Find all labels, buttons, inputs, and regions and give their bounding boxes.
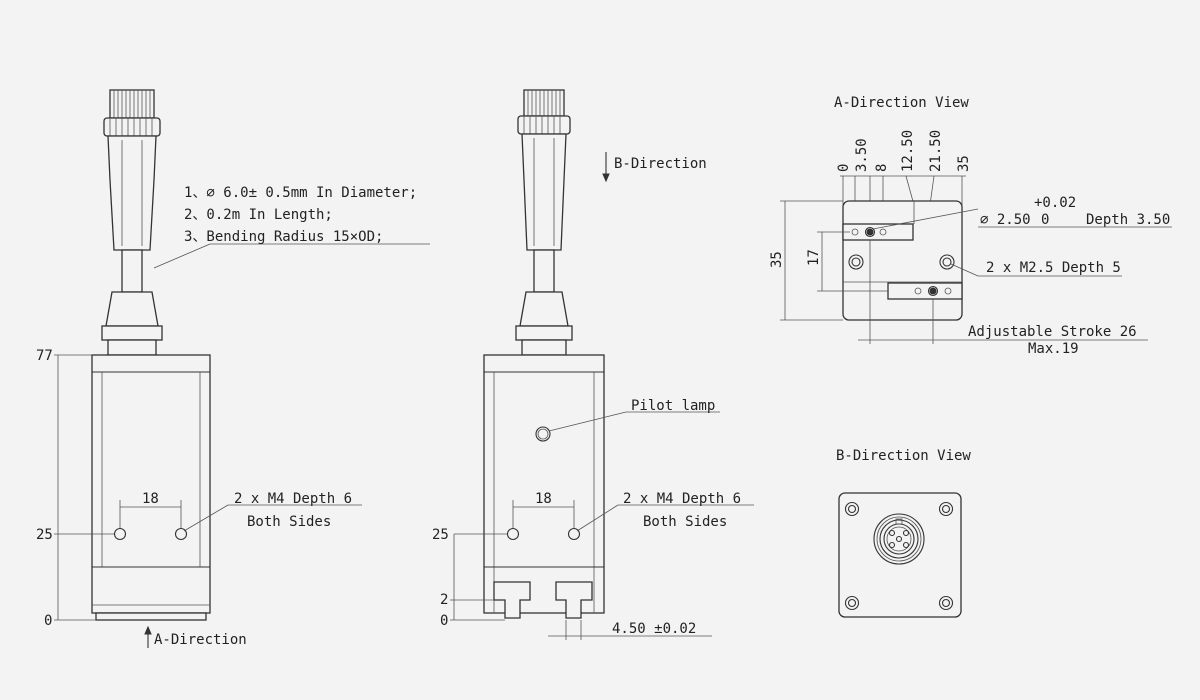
mount-hole xyxy=(506,527,520,541)
main-body xyxy=(91,354,211,614)
cable-plug xyxy=(521,133,567,251)
pin-hole-depth: Depth 3.50 xyxy=(1086,212,1170,228)
mount-hole xyxy=(174,527,188,541)
dim-21-50: 21.50 xyxy=(928,130,944,172)
gland-nut xyxy=(101,325,163,341)
dim-25: 25 xyxy=(432,527,449,543)
dim-35-vertical: 35 xyxy=(769,251,785,268)
tapped-hole-callout: 2 x M2.5 Depth 5 xyxy=(986,260,1121,276)
pin-hole-dia: ∅ 2.50 xyxy=(980,212,1031,228)
dim-2: 2 xyxy=(440,592,448,608)
connector-nut xyxy=(109,89,155,119)
cable-note-3: 3、Bending Radius 15×OD; xyxy=(184,229,383,245)
back-face xyxy=(838,492,962,618)
connector-socket xyxy=(873,513,925,565)
mount-hole xyxy=(567,527,581,541)
max-stroke: Max.19 xyxy=(1028,341,1079,357)
dim-12-50: 12.50 xyxy=(900,130,916,172)
end-face xyxy=(842,200,963,321)
cable xyxy=(121,249,143,293)
dim-0: 0 xyxy=(44,613,52,629)
hole-spacing-dim: 18 xyxy=(535,491,552,507)
pilot-lamp xyxy=(535,426,551,442)
cable-plug xyxy=(107,135,157,251)
cable-gland xyxy=(105,291,159,327)
rail-foot xyxy=(555,581,593,619)
cable xyxy=(533,249,555,293)
upper-slot xyxy=(842,223,914,241)
dim-8: 8 xyxy=(874,164,890,172)
front-view: Pilot lamp 18 2 x M4 Depth 6 Both Sides … xyxy=(432,89,754,640)
dim-77: 77 xyxy=(36,348,53,364)
cable-note-1: 1、∅ 6.0± 0.5mm In Diameter; xyxy=(184,185,417,201)
left-side-view: 18 2 x M4 Depth 6 Both Sides 77 25 0 A-D… xyxy=(36,89,430,648)
rail-foot xyxy=(493,581,531,619)
hole-callout-sides: Both Sides xyxy=(643,514,727,530)
dim-17-vertical: 17 xyxy=(806,249,822,266)
adjustable-stroke: Adjustable Stroke 26 xyxy=(968,324,1137,340)
dim-3-50: 3.50 xyxy=(854,138,870,172)
hole-callout: 2 x M4 Depth 6 xyxy=(623,491,741,507)
pilot-lamp-label: Pilot lamp xyxy=(631,398,715,414)
dim-25: 25 xyxy=(36,527,53,543)
tolerance-plus: +0.02 xyxy=(1034,195,1076,211)
dim-0: 0 xyxy=(440,613,448,629)
b-direction-view: B-Direction View xyxy=(836,448,971,618)
hole-callout: 2 x M4 Depth 6 xyxy=(234,491,352,507)
dim-0: 0 xyxy=(836,164,852,172)
slot-width-dim: 4.50 ±0.02 xyxy=(612,621,696,637)
dim-35: 35 xyxy=(956,155,972,172)
b-direction-label: B-Direction xyxy=(614,156,707,172)
a-direction-label: A-Direction xyxy=(154,632,247,648)
a-direction-view: A-Direction View 0 3.50 8 12.50 21.50 35 xyxy=(769,95,1172,357)
main-body xyxy=(483,354,605,614)
a-view-title: A-Direction View xyxy=(834,95,969,111)
tolerance-zero: 0 xyxy=(1041,212,1049,228)
mount-hole xyxy=(113,527,127,541)
b-view-title: B-Direction View xyxy=(836,448,971,464)
hole-spacing-dim: 18 xyxy=(142,491,159,507)
cable-note-2: 2、0.2m In Length; xyxy=(184,207,333,223)
hole-callout-sides: Both Sides xyxy=(247,514,331,530)
